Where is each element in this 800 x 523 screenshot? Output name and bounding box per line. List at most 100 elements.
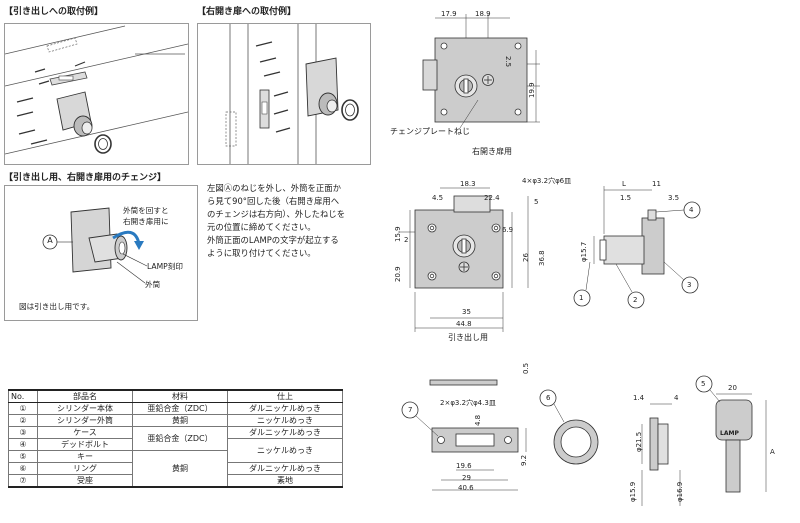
dim-label: 36.8 — [538, 250, 546, 266]
drawer-caption: 引き出し用 — [448, 333, 488, 342]
cell-finish: ニッケルめっき — [227, 414, 343, 427]
cell-part: デッドボルト — [37, 438, 133, 451]
dim-label: 40.6 — [458, 484, 474, 492]
parts-table: No. 部品名 材料 仕上 ① シリンダー本体 亜鉛合金（ZDC） ダルニッケル… — [8, 389, 343, 488]
instruction-line: 左図Ⓐのねじを外し、外筒を正面か — [207, 183, 341, 193]
drawer-mount-title: 【引き出しへの取付例】 — [4, 7, 104, 17]
dim-label: 26 — [522, 253, 530, 262]
instruction-line: 外筒正面のLAMPの文字が起立する — [207, 235, 339, 245]
dim-label: 29 — [462, 474, 471, 482]
cell-material: 亜鉛合金（ZDC） — [132, 402, 228, 415]
dim-label: 19.6 — [456, 462, 472, 470]
table-row: ② シリンダー外筒 黄銅 ニッケルめっき — [8, 414, 343, 427]
balloon-label: 5 — [701, 380, 706, 388]
dim-label: 1.5 — [620, 194, 632, 202]
dim-label: 4.8 — [474, 414, 482, 426]
dim-label: 44.8 — [456, 320, 472, 328]
technical-drawings — [398, 14, 767, 506]
cell-part: シリンダー本体 — [37, 402, 133, 415]
parts-table-header: No. 部品名 材料 仕上 — [8, 389, 343, 403]
cell-no: ① — [8, 402, 38, 415]
cell-material: 亜鉛合金（ZDC） — [132, 426, 228, 451]
instruction-line: ように取り付けてください。 — [207, 248, 316, 258]
cell-no: ⑦ — [8, 474, 38, 488]
cell-no: ⑥ — [8, 462, 38, 475]
cell-part: キー — [37, 450, 133, 463]
dim-label: 22.4 — [484, 194, 500, 202]
dim-label: 4.5 — [432, 194, 444, 202]
change-plate-screw-label: チェンジプレートねじ — [390, 127, 470, 136]
table-row: ① シリンダー本体 亜鉛合金（ZDC） ダルニッケルめっき — [8, 402, 343, 415]
dim-label: 2 — [404, 236, 409, 244]
dim-label: 4×φ3.2穴φ6皿 — [522, 177, 572, 185]
dim-label: 20 — [728, 384, 737, 392]
cell-material: 黄銅 — [132, 450, 228, 488]
change-illustration: A 外筒を回すと 右開き扉用に LAMP刻印 外筒 図は引き出し用です。 — [4, 185, 198, 321]
dim-label: 1.4 — [633, 394, 645, 402]
balloon-label: 1 — [579, 294, 584, 302]
balloon-label: 4 — [689, 206, 694, 214]
dim-label: 5 — [534, 198, 539, 206]
right-door-mount-illustration — [197, 23, 371, 165]
key-lamp-engraving: LAMP — [720, 430, 739, 437]
dim-label: 2×φ3.2穴φ4.3皿 — [440, 399, 496, 407]
rotate-note: 外筒を回すと 右開き扉用に — [123, 205, 169, 227]
col-no: No. — [8, 389, 38, 403]
dim-label: φ16.9 — [676, 481, 684, 502]
dim-label: φ21.5 — [635, 431, 643, 452]
dim-label: 18.9 — [475, 10, 491, 18]
dim-label: 35 — [462, 308, 471, 316]
drawer-mount-illustration — [4, 23, 189, 165]
cell-part: 受座 — [37, 474, 133, 488]
right-door-caption: 右開き扉用 — [472, 147, 512, 156]
table-row: ⑥ リング ダルニッケルめっき — [8, 462, 343, 475]
col-finish: 仕上 — [227, 389, 343, 403]
rotate-note-line2: 右開き扉用に — [123, 217, 169, 226]
balloon-label: 7 — [408, 406, 413, 414]
cell-part: ケース — [37, 426, 133, 439]
rotate-note-line1: 外筒を回すと — [123, 206, 169, 215]
dim-label: 17.9 — [441, 10, 457, 18]
instructions: 左図Ⓐのねじを外し、外筒を正面か ら見て90°回した後（右開き扉用へ のチェンジ… — [207, 182, 367, 260]
balloon-a-label: A — [47, 236, 53, 245]
dim-label: φ15.9 — [629, 481, 637, 502]
change-title: 【引き出し用、右開き扉用のチェンジ】 — [4, 173, 167, 183]
cell-material: 黄銅 — [132, 414, 228, 427]
cell-finish: ダルニッケルめっき — [227, 426, 343, 439]
dim-label: φ15.7 — [580, 241, 588, 262]
dim-label: 3.5 — [668, 194, 680, 202]
dim-label: 19.9 — [528, 82, 536, 98]
balloon-label: 2 — [633, 296, 638, 304]
dim-label: 15.9 — [394, 226, 402, 242]
dim-label: 11 — [652, 180, 661, 188]
cell-no: ③ — [8, 426, 38, 439]
dim-label: 0.5 — [522, 362, 530, 374]
change-caption: 図は引き出し用です。 — [19, 302, 95, 311]
dim-label: 9.2 — [520, 454, 528, 466]
dim-label: 18.3 — [460, 180, 476, 188]
dim-label: 4 — [674, 394, 679, 402]
dim-label: L — [622, 180, 626, 188]
cell-part: シリンダー外筒 — [37, 414, 133, 427]
right-door-mount-title: 【右開き扉への取付例】 — [197, 7, 297, 17]
dim-label: 20.9 — [394, 266, 402, 282]
col-material: 材料 — [132, 389, 228, 403]
cell-part: リング — [37, 462, 133, 475]
outer-cylinder-label: 外筒 — [145, 280, 161, 289]
dim-label: 6.9 — [502, 226, 514, 234]
cell-finish: ニッケルめっき — [227, 438, 343, 463]
balloon-label: 6 — [546, 394, 551, 402]
cell-finish: 素地 — [227, 474, 343, 488]
col-part-name: 部品名 — [37, 389, 133, 403]
lamp-label: LAMP刻印 — [147, 262, 183, 271]
table-row: ⑤ キー 黄銅 — [8, 450, 343, 488]
instruction-line: 元の位置に締めてください。 — [207, 222, 316, 232]
dim-label: 2.5 — [504, 56, 512, 68]
cell-no: ⑤ — [8, 450, 38, 463]
balloon-label: 3 — [687, 281, 692, 289]
cell-finish: ダルニッケルめっき — [227, 462, 343, 475]
cell-no: ④ — [8, 438, 38, 451]
instruction-line: のチェンジは右方向）、外したねじを — [207, 209, 346, 219]
table-row: ③ ケース 亜鉛合金（ZDC） ダルニッケルめっき — [8, 426, 343, 451]
cell-finish: ダルニッケルめっき — [227, 402, 343, 415]
